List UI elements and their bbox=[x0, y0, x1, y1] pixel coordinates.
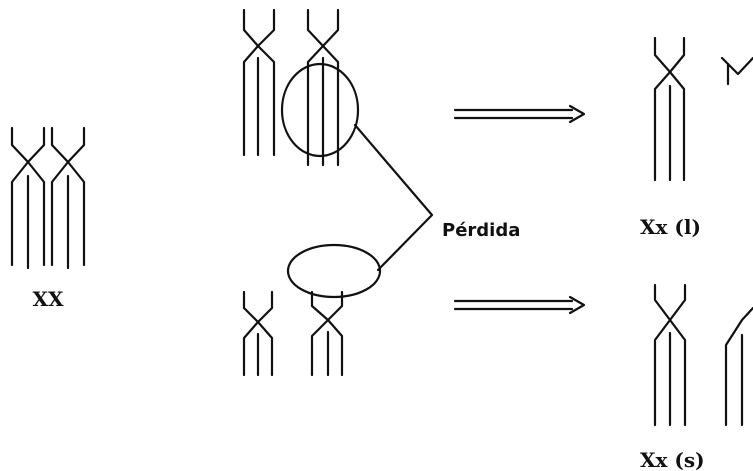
label-loss: Pérdida bbox=[442, 220, 520, 241]
loss-connector bbox=[353, 123, 434, 272]
label-result-top: Xx (l) bbox=[640, 215, 701, 239]
chromosome-pair-result-top bbox=[653, 36, 753, 182]
chromosome-pair-xx bbox=[10, 126, 86, 270]
chromosome-pair-top-middle bbox=[242, 8, 340, 167]
label-xx: XX bbox=[32, 287, 64, 311]
label-result-bottom: Xx (s) bbox=[640, 448, 705, 471]
loss-circle-top bbox=[280, 62, 360, 158]
chromosome-pair-result-bottom bbox=[653, 283, 753, 427]
arrow-top bbox=[453, 104, 586, 124]
arrow-bottom bbox=[453, 295, 586, 315]
chromosome-pair-bottom-middle bbox=[242, 290, 344, 377]
loss-circle-bottom bbox=[286, 243, 382, 299]
